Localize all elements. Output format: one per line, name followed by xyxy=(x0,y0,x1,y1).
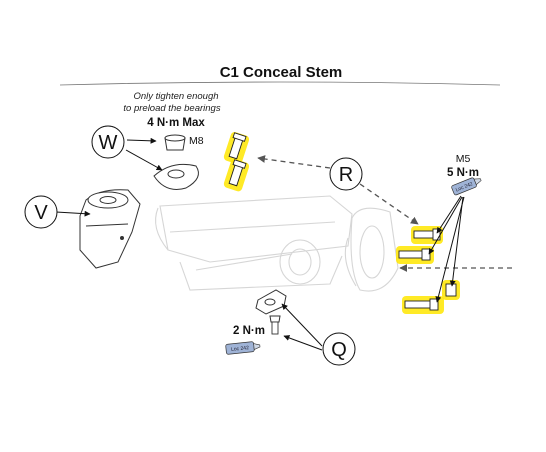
clip-torque-label: 2 N·m xyxy=(233,325,265,337)
m5-leader-3 xyxy=(449,196,464,287)
m5-leader-4 xyxy=(435,196,465,303)
callout-q: Q xyxy=(322,332,356,366)
cable-clip-part xyxy=(255,289,287,335)
top-cover-part xyxy=(79,189,141,269)
callout-w-leader-1 xyxy=(126,137,157,144)
callout-r-label: R xyxy=(339,164,353,186)
threadlocker-tube-bottom: Loc 242 xyxy=(225,341,261,355)
m5-leader-2 xyxy=(428,196,463,255)
headset-torque-label: 4 N·m Max xyxy=(147,117,205,129)
faceplate-bolt-4 xyxy=(404,298,439,311)
faceplate-insertion-path xyxy=(359,183,419,225)
m5-leader-1 xyxy=(436,195,462,234)
callout-r: R xyxy=(329,157,363,191)
callout-q-label: Q xyxy=(331,339,347,361)
callout-w-leader-2 xyxy=(125,149,163,171)
preload-note-line-1: Only tighten enough xyxy=(133,91,218,102)
bolt-insertion-path-upper xyxy=(257,155,331,169)
faceplate-ghost xyxy=(344,207,399,292)
callout-q-leader-1 xyxy=(281,303,323,347)
callout-v: V xyxy=(24,195,58,229)
diagram-title: C1 Conceal Stem xyxy=(220,64,343,81)
callout-q-leader-2 xyxy=(283,335,323,351)
callout-w-label: W xyxy=(99,132,118,154)
m8-bolt-lower xyxy=(228,159,247,187)
headset-bolt-size-label: M8 xyxy=(189,135,204,147)
title-rule xyxy=(59,81,501,86)
callout-v-leader xyxy=(55,210,91,217)
m8-bolt-upper xyxy=(228,132,247,160)
callout-v-label: V xyxy=(34,202,48,224)
faceplate-torque-label: 5 N·m xyxy=(447,167,479,179)
stem-body-ghost xyxy=(155,195,353,291)
faceplate-bolt-size-label: M5 xyxy=(456,153,471,165)
threadlocker-label-bottom: Loc 242 xyxy=(231,345,250,353)
callout-w: W xyxy=(91,125,125,159)
preload-note-line-2: to preload the bearings xyxy=(123,103,220,114)
faceplate-bolt-1 xyxy=(413,228,441,241)
headset-cap-part xyxy=(153,134,199,190)
faceplate-bolt-3 xyxy=(445,283,457,297)
faceplate-bolt-2 xyxy=(398,248,431,261)
